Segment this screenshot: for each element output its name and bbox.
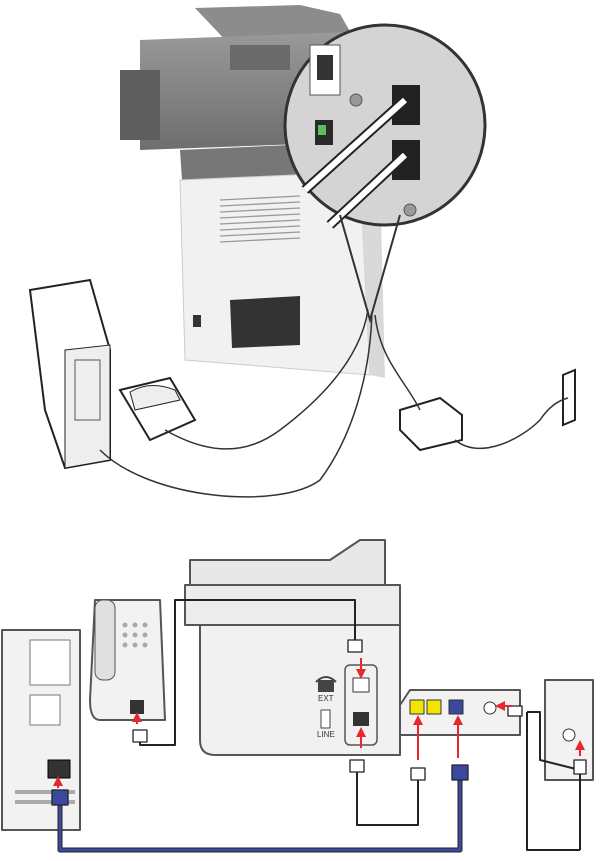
line-label: LINE (317, 730, 335, 739)
modem-ethernet-plug (451, 764, 469, 781)
top-illustration (28, 5, 576, 498)
phone-line-port (130, 700, 144, 714)
computer-tower-illustration (28, 278, 111, 470)
ethernet-cable (57, 780, 463, 853)
ext-port[interactable] (352, 677, 370, 693)
splitter-illustration (399, 396, 463, 452)
modem-coax-port (483, 701, 497, 715)
phone-plug (132, 729, 148, 743)
modem-phone-port-1 (409, 699, 425, 715)
modem-phone-port-2 (426, 699, 442, 715)
bottom-schematic: EXT LINE (1, 539, 594, 853)
phone-cables (139, 599, 581, 851)
printer-schematic: EXT LINE (184, 539, 401, 756)
modem-ethernet-port (448, 699, 464, 715)
phone-glyph-icon (315, 676, 337, 692)
coax-plug-modem (507, 705, 523, 717)
connection-arrows (53, 658, 585, 788)
ext-plug (347, 639, 363, 653)
telephone-illustration (118, 376, 197, 442)
ext-label: EXT (318, 694, 334, 703)
port-magnifier (283, 23, 487, 324)
coax-plug-wall (573, 759, 587, 775)
line-port[interactable] (353, 712, 369, 726)
computer-ethernet-plug (51, 789, 69, 806)
telephone-schematic (89, 599, 166, 721)
line-jack-icon (320, 709, 331, 729)
top-cables (99, 309, 569, 498)
line-plug (349, 759, 365, 773)
modem-phone-plug (410, 767, 426, 781)
computer-ethernet-port (47, 759, 71, 779)
wall-jack-illustration (562, 368, 576, 427)
